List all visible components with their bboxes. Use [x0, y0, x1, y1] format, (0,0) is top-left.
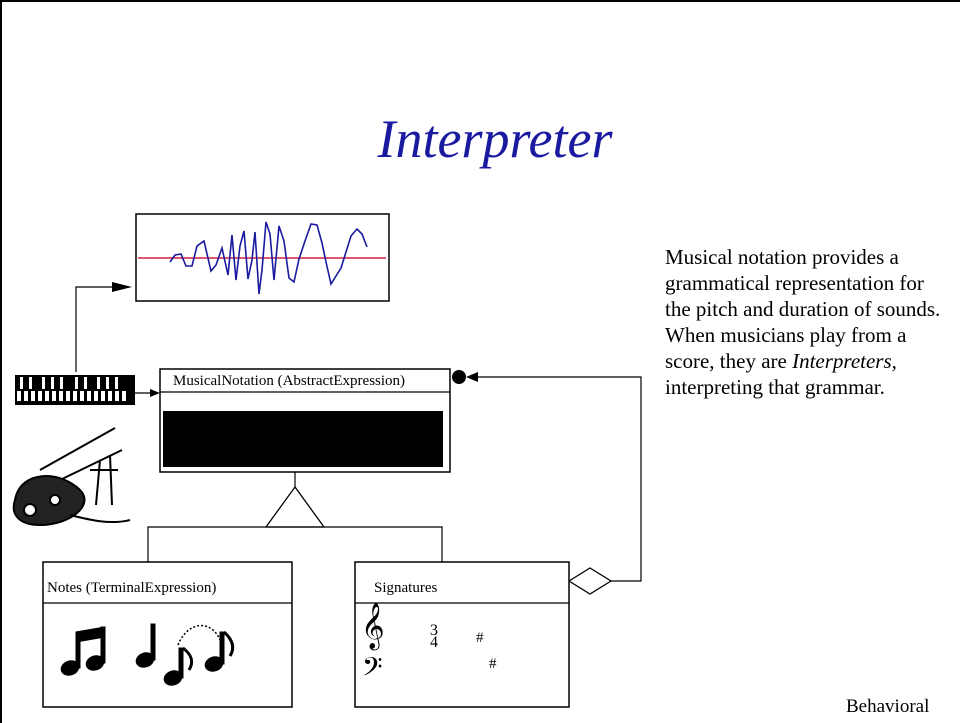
description-text: Musical notation provides a grammatical …	[665, 244, 950, 400]
bass-clef-icon: 𝄢	[362, 651, 383, 689]
description-part: Musical notation provides a grammatical …	[665, 245, 941, 373]
signatures-class	[354, 561, 570, 708]
association-dot	[452, 370, 466, 384]
bagpipe-icon	[12, 427, 131, 527]
keyboard-to-waveform-line	[75, 286, 122, 372]
waveform-line	[169, 221, 368, 295]
time-signature-top: 3	[430, 622, 438, 639]
arrowhead	[112, 282, 132, 292]
music-notes-icon	[60, 623, 235, 686]
terminal-class-name: Notes (TerminalExpression)	[47, 580, 217, 596]
slide-title: Interpreter	[377, 109, 613, 169]
abstract-expression-class	[159, 368, 451, 473]
footer-category: Behavioral	[846, 696, 930, 717]
description-part: interpreting that grammar.	[665, 375, 885, 399]
abstract-class-body	[163, 411, 443, 467]
inheritance-branches	[147, 526, 443, 562]
keyboard-icon	[15, 375, 135, 405]
inheritance-triangle	[264, 485, 326, 528]
aggregation-diamond	[567, 567, 613, 595]
sharp-sign: #	[489, 656, 497, 672]
signatures-class-name: Signatures	[374, 580, 438, 596]
treble-clef-icon: 𝄞	[361, 603, 385, 649]
description-emphasis: Interpreters,	[792, 349, 897, 373]
sharp-sign: #	[476, 630, 484, 646]
waveform-box	[135, 213, 390, 302]
time-signature-bottom: 4	[430, 634, 438, 651]
abstract-class-name: MusicalNotation (AbstractExpression)	[173, 373, 406, 389]
composite-link	[476, 376, 642, 582]
